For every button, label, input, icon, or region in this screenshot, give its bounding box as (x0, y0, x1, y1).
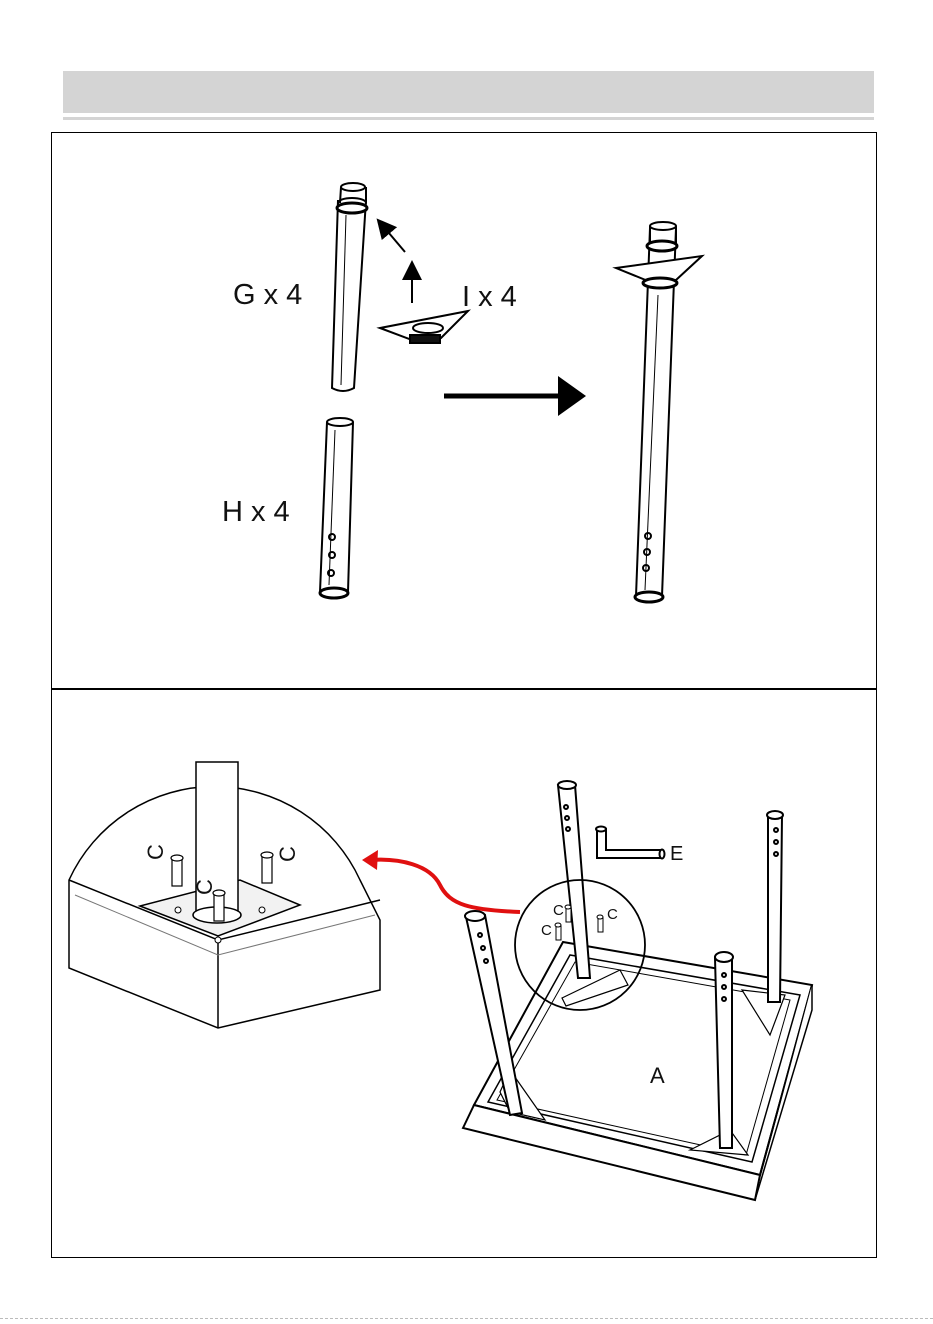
label-allen-key-e: E (670, 843, 683, 865)
allen-key-e (596, 827, 665, 859)
table-top-a (463, 942, 812, 1200)
big-arrow-right-icon (444, 376, 586, 416)
triangle-plate-i (380, 311, 468, 343)
page-break-line (0, 1318, 933, 1319)
tube-h (320, 418, 353, 598)
label-part-g: G x 4 (233, 279, 302, 311)
label-small-c-3: C (607, 906, 618, 923)
label-part-i: I x 4 (462, 281, 517, 313)
label-part-h: H x 4 (222, 496, 290, 528)
label-table-top-a: A (650, 1063, 665, 1088)
label-small-c-1: C (541, 922, 552, 939)
zoom-arrow-icon (370, 860, 520, 912)
assembled-leg (616, 222, 702, 602)
tube-g (332, 183, 367, 391)
label-small-c-2: C (553, 902, 564, 919)
label-bolt-c-3: C (192, 879, 217, 895)
label-bolt-c-2: C (275, 846, 300, 862)
zoom-detail (69, 762, 380, 1028)
arrow-diagonal-icon (383, 226, 405, 252)
label-bolt-c-1: C (143, 844, 168, 860)
